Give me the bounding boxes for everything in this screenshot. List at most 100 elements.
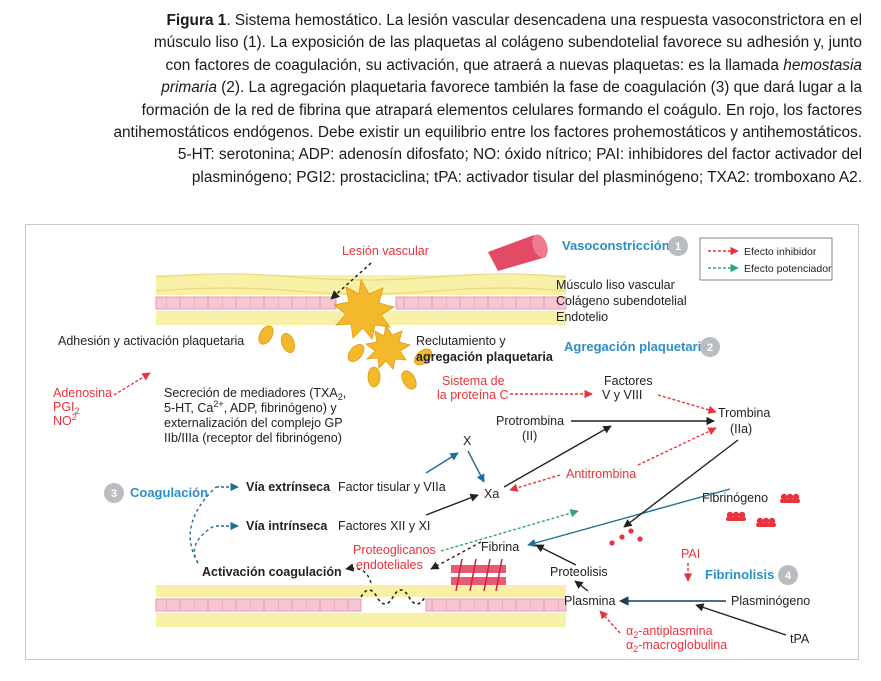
endothelium-right-bottom xyxy=(425,598,567,612)
caption-line-6: antihemostáticos endógenos. Debe existir… xyxy=(113,124,862,142)
arrow-trombina-fibrina xyxy=(623,439,739,528)
label-plasminogeno: Plasminógeno xyxy=(731,594,810,608)
stage-circle-1 xyxy=(668,236,688,256)
label-proteoglicanos: Proteoglicanos xyxy=(353,543,436,557)
label-musculo-liso: Músculo liso vascular xyxy=(556,278,675,292)
arrow-proteolisis-fibrina xyxy=(535,544,577,566)
legend-inhibitory-label: Efecto inhibidor xyxy=(744,246,817,258)
label-proteolisis: Proteolisis xyxy=(550,565,608,579)
caption-line-3: con factores de coagulación, su activaci… xyxy=(20,55,862,77)
label-protrombina: Protrombina xyxy=(496,414,564,428)
stage-circle-3 xyxy=(104,483,124,503)
arrow-tisular-x xyxy=(425,452,459,474)
arrow-lesion xyxy=(330,262,372,300)
platelet xyxy=(401,370,417,390)
arrow-lesion-activacion xyxy=(345,563,372,584)
platelet xyxy=(258,325,274,345)
stage-number-2: 2 xyxy=(707,342,713,354)
fibrin-fragments-icon xyxy=(609,528,643,546)
stage-label-coagulacion: Coagulación xyxy=(130,485,208,500)
activated-platelet xyxy=(333,278,396,340)
label-factores: Factores xyxy=(604,374,653,388)
fibrinogen-molecules-icon xyxy=(726,493,800,527)
stage-label-agregacion: Agregación plaquetaria xyxy=(564,339,709,354)
arrow-xa-protrombina xyxy=(503,425,612,488)
arrow-tpa xyxy=(695,603,787,636)
caption-line-7: 5-HT: serotonina; ADP: adenosín difosfat… xyxy=(177,146,862,164)
label-fibrina: Fibrina xyxy=(481,540,519,554)
arrow-plasmina-proteolisis xyxy=(574,580,589,592)
stage-number-4: 4 xyxy=(785,570,792,582)
activated-platelet xyxy=(365,323,412,370)
caption-line-8: plasminógeno; PGI2: prostaciclina; tPA: … xyxy=(191,168,862,186)
stage-label-fibrinolisis: Fibrinolisis xyxy=(705,567,774,582)
arrow-antitrombina-trombina xyxy=(637,427,717,466)
label-xa: Xa xyxy=(484,487,499,501)
endothelium-left-bottom xyxy=(155,598,362,612)
endothelium-left-top xyxy=(155,296,337,310)
label-factores-v-viii: V y VIII xyxy=(602,388,642,402)
hemostasis-diagram: Vasoconstricción 1 Agregación plaquetari… xyxy=(25,224,859,660)
label-colageno: Colágeno subendotelial xyxy=(556,294,687,308)
caption-line-5: formación de la red de fibrina que atrap… xyxy=(141,101,862,119)
label-protrombina-ii: (II) xyxy=(522,429,537,443)
label-pgi2: PGI2 xyxy=(53,400,80,416)
label-fibrinogeno: Fibrinógeno xyxy=(702,491,768,505)
label-plasmina: Plasmina xyxy=(564,594,615,608)
platelet xyxy=(281,332,295,354)
label-antiplasmina: α2-antiplasmina xyxy=(626,624,713,640)
fibrin-clot-icon xyxy=(451,558,506,592)
caption-italic: primaria xyxy=(161,79,217,97)
label-x: X xyxy=(463,434,472,448)
label-agregacion-plaquetaria: agregación plaquetaria xyxy=(416,350,554,364)
legend: Efecto inhibidor Efecto potenciador xyxy=(699,237,833,281)
label-no2: NO2 xyxy=(53,412,77,428)
label-secrecion-4: IIb/IIIa (receptor del fibrinógeno) xyxy=(164,431,342,445)
platelet xyxy=(414,348,432,366)
caption-text: . Sistema hemostático. La lesión vascula… xyxy=(226,12,862,29)
label-proteoglicanos-endoteliales: endoteliales xyxy=(356,558,423,572)
label-via-extrinseca: Vía extrínseca xyxy=(246,480,331,494)
arrow-xii-xa xyxy=(425,493,479,516)
arrow-fibrinogeno-fibrina xyxy=(527,488,731,548)
label-sistema-proteina-c-1: Sistema de xyxy=(442,374,505,388)
label-adhesion-activacion: Adhesión y activación plaquetaria xyxy=(58,334,244,348)
label-antitrombina: Antitrombina xyxy=(566,467,636,481)
legend-box xyxy=(699,237,833,281)
caption-line-4: primaria (2). La agregación plaquetaria … xyxy=(20,77,862,99)
lesion-wave xyxy=(360,589,426,605)
label-factores-xii-xi: Factores XII y XI xyxy=(338,519,430,533)
stage-circle-2 xyxy=(700,337,720,357)
label-lesion-vascular: Lesión vascular xyxy=(342,244,429,258)
label-secrecion-1: Secreción de mediadores (TXA2, xyxy=(164,386,346,402)
stage-circle-4 xyxy=(778,565,798,585)
label-secrecion-3: externalización del complejo GP xyxy=(164,416,343,430)
stage-label-vasoconstriccion: Vasoconstricción xyxy=(562,238,670,253)
label-secrecion-2: 5-HT, Ca2+, ADP, fibrinógeno) y xyxy=(164,399,337,415)
platelet-aggregate xyxy=(258,278,432,390)
platelet xyxy=(367,366,381,388)
label-trombina-iia: (IIa) xyxy=(730,422,752,436)
figure-caption: Figura 1. Sistema hemostático. La lesión… xyxy=(20,10,862,189)
caption-italic: hemostasia xyxy=(783,56,862,74)
lower-vessel-wall xyxy=(155,585,567,627)
label-endotelio: Endotelio xyxy=(556,310,608,324)
caption-line-1: Figura 1. Sistema hemostático. La lesión… xyxy=(20,10,862,32)
label-tpa: tPA xyxy=(790,632,810,646)
arrow-proteoglicanos-antitrombina xyxy=(440,509,579,552)
caption-text: con factores de coagulación, su activaci… xyxy=(165,56,784,74)
caption-text: (2). La agregación plaquetaria favorece … xyxy=(216,79,862,97)
label-reclutamiento: Reclutamiento y xyxy=(416,334,506,348)
platelet xyxy=(347,344,365,362)
stage-number-3: 3 xyxy=(111,488,117,500)
label-adenosina: Adenosina xyxy=(53,386,112,400)
label-factor-tisular: Factor tisular y VIIa xyxy=(338,480,446,494)
diagram-canvas: Vasoconstricción 1 Agregación plaquetari… xyxy=(53,234,833,654)
caption-line-2: músculo liso (1). La exposición de las p… xyxy=(153,34,862,52)
label-via-intrinseca: Vía intrínseca xyxy=(246,519,328,533)
arrow-adenosina-inhibit xyxy=(113,372,151,396)
label-sistema-proteina-c-2: la proteína C xyxy=(437,388,509,402)
label-trombina: Trombina xyxy=(718,406,770,420)
arrow-antiplasmina-inhibit xyxy=(599,610,621,634)
stage-number-1: 1 xyxy=(675,241,681,253)
